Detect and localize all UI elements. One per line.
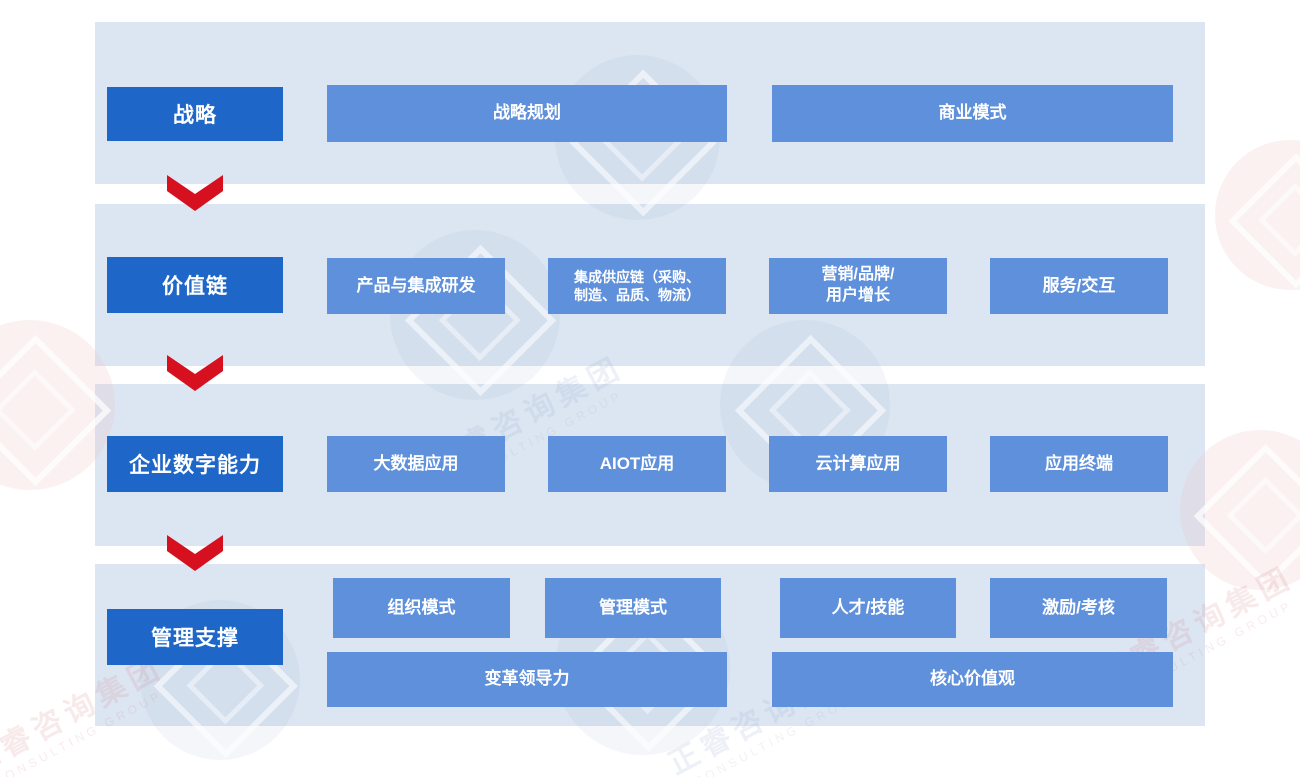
band-strategy: 战略 战略规划 商业模式 [95,22,1205,184]
box-core-values: 核心价值观 [772,652,1173,707]
band-management-support: 管理支撑 组织模式 管理模式 人才/技能 激励/考核 变革领导力 核心价值观 [95,564,1205,726]
box-text: 变革领导力 [484,669,570,689]
watermark-logo [1215,140,1300,290]
row-label-text: 企业数字能力 [129,454,261,477]
row-label-digital-capability: 企业数字能力 [107,436,283,492]
box-incentive-assessment: 激励/考核 [990,578,1167,638]
box-cloud-computing: 云计算应用 [769,436,947,492]
box-text: 应用终端 [1045,453,1113,473]
box-change-leadership: 变革领导力 [327,652,727,707]
box-text: 服务/交互 [1042,275,1116,295]
box-text: 核心价值观 [930,669,1015,689]
box-text: 集成供应链（采购、 制造、品质、物流） [574,268,700,303]
box-talent-skills: 人才/技能 [780,578,956,638]
box-big-data: 大数据应用 [327,436,505,492]
box-org-model: 组织模式 [333,578,510,638]
box-text: 产品与集成研发 [356,275,476,295]
box-text: 人才/技能 [831,597,905,617]
row-label-text: 管理支撑 [151,627,239,650]
down-chevron-icon [167,535,223,571]
down-chevron-icon [167,175,223,211]
down-chevron-icon [167,355,223,391]
box-text: 管理模式 [599,597,667,617]
box-text: 激励/考核 [1042,597,1115,617]
row-label-value-chain: 价值链 [107,257,283,313]
box-aiot: AIOT应用 [548,436,726,492]
box-text: 营销/品牌/ 用户增长 [821,266,895,304]
box-strategic-planning: 战略规划 [327,85,727,142]
box-mgmt-model: 管理模式 [545,578,721,638]
box-business-model: 商业模式 [772,85,1173,142]
box-text: 组织模式 [387,597,456,617]
box-text: 大数据应用 [373,453,459,473]
box-text: 云计算应用 [815,453,901,473]
row-label-text: 价值链 [162,275,228,298]
box-marketing-brand-growth: 营销/品牌/ 用户增长 [769,258,947,314]
row-label-management-support: 管理支撑 [107,609,283,665]
box-text: AIOT应用 [599,453,675,473]
row-label-text: 战略 [173,104,217,127]
box-app-terminal: 应用终端 [990,436,1168,492]
band-value-chain: 价值链 产品与集成研发 集成供应链（采购、 制造、品质、物流） 营销/品牌/ 用… [95,204,1205,366]
box-text: 商业模式 [938,103,1007,123]
band-digital-capability: 企业数字能力 大数据应用 AIOT应用 云计算应用 应用终端 [95,384,1205,546]
box-product-rd: 产品与集成研发 [327,258,505,314]
box-service-interaction: 服务/交互 [990,258,1168,314]
box-integrated-supply-chain: 集成供应链（采购、 制造、品质、物流） [548,258,726,314]
row-label-strategy: 战略 [107,87,283,141]
box-text: 战略规划 [493,103,561,123]
